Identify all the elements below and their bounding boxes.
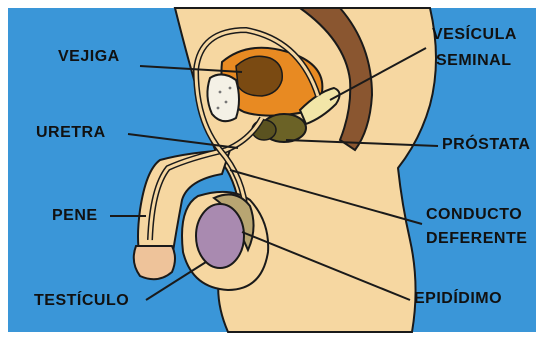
bone-speckle (219, 91, 222, 94)
label-pene: PENE (52, 207, 98, 225)
bone-speckle (229, 87, 232, 90)
label-conducto-line2: DEFERENTE (426, 230, 527, 248)
bone-speckle (225, 101, 228, 104)
bone-speckle (217, 107, 220, 110)
testicle (196, 204, 244, 268)
pubic-bone (207, 74, 239, 121)
label-conducto-line1: CONDUCTO (426, 206, 522, 224)
label-prostata: PRÓSTATA (442, 136, 530, 154)
label-testiculo: TESTÍCULO (34, 292, 129, 310)
penis-glans (134, 246, 175, 279)
label-vesicula-line2: SEMINAL (436, 52, 512, 70)
label-vejiga: VEJIGA (58, 48, 120, 66)
label-epididimo: EPIDÍDIMO (414, 290, 502, 308)
label-vesicula-line1: VESÍCULA (432, 26, 517, 44)
bladder-inner (236, 56, 282, 96)
label-uretra: URETRA (36, 124, 106, 142)
